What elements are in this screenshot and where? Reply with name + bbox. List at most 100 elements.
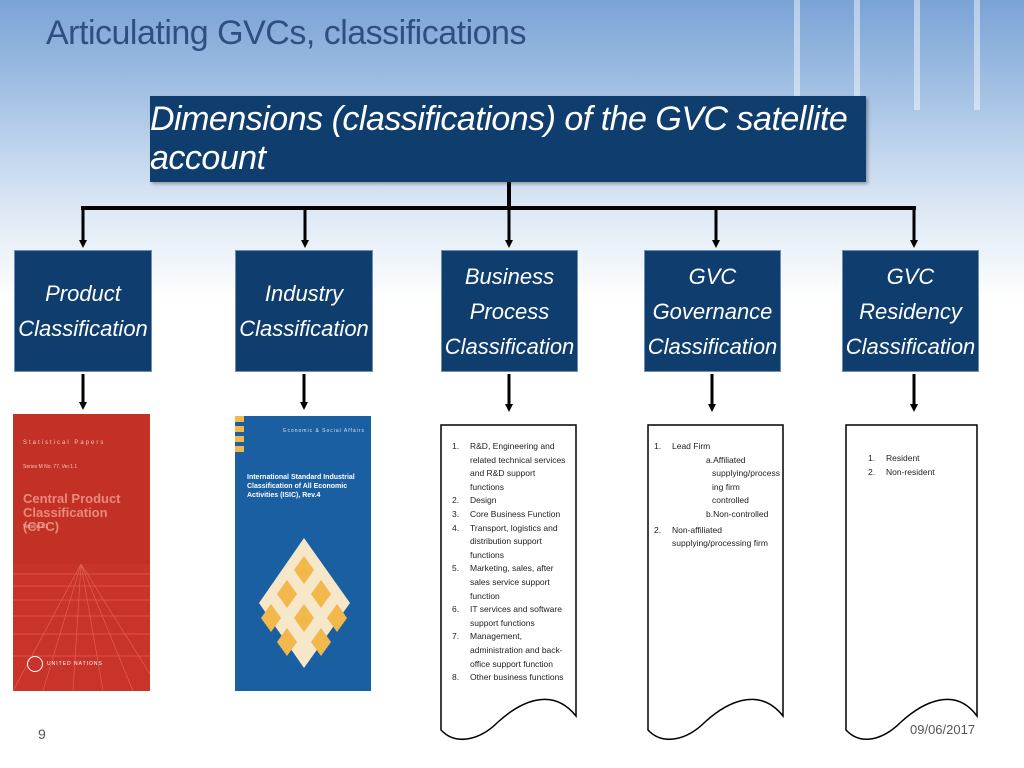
isic-cover-image: Economic & Social Affairs International … — [235, 416, 371, 691]
list-item-text: distribution support — [470, 536, 542, 547]
list-item-continuation: and R&D support — [452, 467, 570, 481]
list-item-continuation: function — [452, 590, 570, 604]
list-number — [452, 454, 470, 468]
list-item: 4. Transport, logistics and — [452, 522, 570, 536]
list-number — [452, 576, 470, 590]
list-number — [452, 644, 470, 658]
list-number: 7. — [452, 631, 460, 642]
residency-document — [845, 424, 978, 740]
list-item: Non-affiliated — [672, 524, 722, 535]
cpc-cover-top — [13, 414, 150, 564]
list-number — [452, 658, 470, 672]
list-item-text: R&D, Engineering and — [470, 441, 555, 451]
list-item-text: Core Business Function — [470, 508, 561, 519]
un-logo-icon — [27, 656, 43, 672]
category-label: Industry — [264, 281, 344, 306]
list-item: Lead Firm — [672, 441, 711, 451]
list-number — [452, 535, 470, 549]
cpc-series-number: Series M No. 77, Ver.1.1 — [23, 464, 78, 470]
cpc-version: Version 1.1 — [23, 524, 49, 530]
list-number: 5. — [452, 563, 460, 574]
list-number — [452, 467, 470, 481]
list-item-continuation: supplying/processing firm — [672, 538, 768, 549]
isic-title: International Standard Industrial Classi… — [247, 474, 355, 499]
list-item-continuation: related technical services — [452, 454, 570, 468]
list-item-text: Transport, logistics and — [470, 522, 558, 533]
list-item-continuation: administration and back- — [452, 644, 570, 658]
list-item-text: functions — [470, 481, 505, 492]
list-item-continuation: support functions — [452, 617, 570, 631]
cpc-cover-image: Statistical Papers Series M No. 77, Ver.… — [13, 414, 150, 691]
category-label: GVC — [688, 263, 737, 289]
governance-document — [647, 424, 784, 740]
category-label: Classification — [647, 333, 778, 359]
list-number: 2. — [452, 495, 460, 506]
isic-diamond-pattern — [259, 538, 350, 668]
business-process-list: 1. R&D, Engineering and related technical … — [452, 440, 570, 685]
list-number: 2. — [868, 466, 876, 477]
list-item-continuation: distribution support — [452, 535, 570, 549]
list-number — [452, 481, 470, 495]
main-dimensions-box: Dimensions (classifications) of the GVC … — [150, 96, 866, 182]
list-subitem: controlled — [712, 495, 749, 506]
list-item-text: Other business functions — [470, 672, 564, 683]
list-item-text: support functions — [470, 617, 535, 628]
list-item: Resident — [886, 453, 920, 463]
category-label: Product — [45, 281, 121, 306]
list-item-continuation: office support function — [452, 658, 570, 672]
list-item-text: Design — [470, 495, 497, 506]
list-item-text: IT services and software — [470, 604, 562, 615]
list-number: 2. — [654, 524, 662, 535]
list-number: 4. — [452, 522, 460, 533]
category-label: Residency — [859, 298, 962, 324]
category-label: Classification — [845, 333, 976, 359]
list-item-text: functions — [470, 549, 505, 560]
list-number: 1. — [654, 441, 662, 451]
list-number: 6. — [452, 604, 460, 615]
list-number: 1. — [452, 441, 460, 451]
category-label: Classification — [239, 316, 369, 341]
list-item: 2. Design — [452, 494, 570, 508]
list-item-text: administration and back- — [470, 644, 563, 655]
list-item-text: function — [470, 590, 500, 601]
category-label: Classification — [444, 333, 575, 359]
business-process-document — [440, 424, 577, 740]
list-item-continuation: functions — [452, 549, 570, 563]
cpc-publisher: UNITED NATIONS — [47, 661, 103, 667]
list-item-text: Marketing, sales, after — [470, 563, 554, 574]
list-subitem: supplying/process — [712, 468, 781, 479]
list-item: 6. IT services and software — [452, 603, 570, 617]
list-item-text: related technical services — [470, 454, 566, 465]
list-item-text: sales service support — [470, 576, 550, 587]
list-subitem: a.Affiliated — [706, 454, 746, 465]
residency-list: 1.Resident 2.Non-resident — [868, 452, 968, 479]
cpc-series: Statistical Papers — [23, 440, 106, 446]
list-item-text: and R&D support — [470, 468, 536, 479]
list-item: 8.Other business functions — [452, 671, 570, 685]
category-label: Classification — [18, 316, 148, 341]
category-label: Business — [464, 263, 555, 289]
list-item: 3. Core Business Function — [452, 508, 570, 522]
list-number — [452, 549, 470, 563]
slide-date: 09/06/2017 — [910, 722, 976, 737]
governance-list: 1. Lead Firm a.Affiliated supplying/proce… — [654, 440, 780, 551]
slide-number: 9 — [38, 726, 46, 742]
list-subitem: b.Non-controlled — [706, 508, 769, 519]
list-item: 7. Management, — [452, 630, 570, 644]
list-number — [452, 590, 470, 604]
list-subitem: ing firm — [712, 481, 740, 492]
list-number: 3. — [452, 508, 460, 519]
list-item: Non-resident — [886, 466, 935, 477]
list-item-text: Management, — [470, 631, 522, 642]
isic-strip — [235, 416, 244, 456]
category-label: Governance — [652, 298, 773, 324]
list-item-continuation: sales service support — [452, 576, 570, 590]
list-number — [452, 617, 470, 631]
category-label: GVC — [886, 263, 935, 289]
